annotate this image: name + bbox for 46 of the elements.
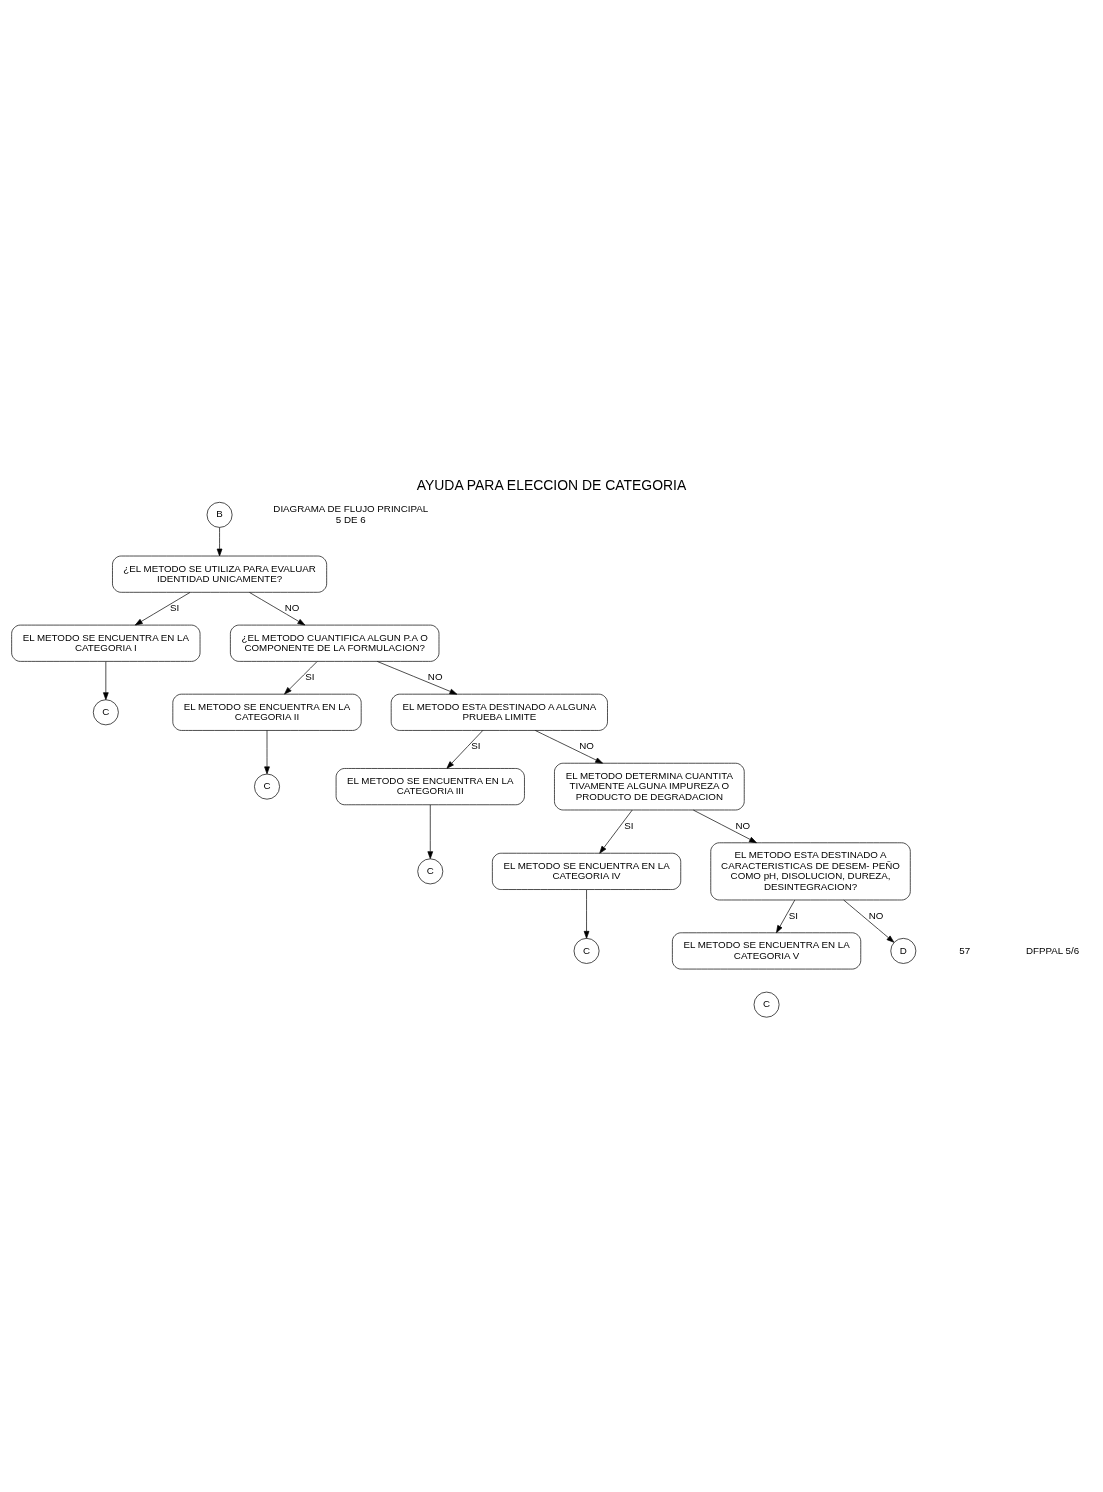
- node-circle: D: [890, 937, 917, 964]
- arrow: [843, 899, 895, 943]
- edge-label: NO: [579, 739, 594, 751]
- label: 57: [959, 944, 971, 956]
- label: DIAGRAMA DE FLUJO PRINCIPAL 5 DE 6: [273, 502, 429, 525]
- node-circle: B: [206, 501, 233, 528]
- edge-label: NO: [868, 909, 884, 921]
- edge-label: SI: [305, 670, 315, 682]
- arrow: [534, 729, 603, 764]
- arrow: [693, 809, 757, 843]
- node-box: EL METODO SE ENCUENTRA EN LA CATEGORIA IV: [492, 852, 682, 890]
- node-box: EL METODO ESTA DESTINADO A ALGUNA PRUEBA LIMITE: [390, 693, 608, 731]
- node-box: EL METODO SE ENCUENTRA EN LA CATEGORIA III: [335, 767, 525, 805]
- arrow: [776, 899, 796, 933]
- arrow: [427, 803, 434, 859]
- arrow: [446, 729, 484, 769]
- node-box: EL METODO ESTA DESTINADO A CARACTERISTICAS DE DESEM- PEÑO COMO pH, DISOLUCION, DUREZA, DESINTEGRACION?: [710, 841, 911, 900]
- arrow: [216, 526, 223, 556]
- node-box: EL METODO DETERMINA CUANTITA TIVAMENTE ALGUNA IMPUREZA O PRODUCTO DE DEGRADACION: [554, 762, 745, 810]
- node-box: EL METODO SE ENCUENTRA EN LA CATEGORIA I: [11, 624, 201, 662]
- arrow: [376, 660, 458, 694]
- arrow: [583, 888, 590, 939]
- label: DFPPAL 5/6: [1026, 944, 1080, 956]
- arrow: [264, 729, 270, 774]
- edge-label: NO: [284, 601, 300, 613]
- arrow: [103, 660, 109, 700]
- node-circle: C: [92, 698, 119, 725]
- edge-label: SI: [788, 909, 799, 921]
- node-box: ¿EL METODO SE UTILIZA PARA EVALUAR IDENTIDAD UNICAMENTE?: [112, 555, 327, 593]
- node-circle: C: [573, 937, 600, 964]
- arrow: [134, 591, 191, 625]
- node-box: ¿EL METODO CUANTIFICA ALGUN P.A O COMPONENTE DE LA FORMULACION?: [230, 624, 440, 662]
- arrow: [249, 591, 306, 625]
- node-box: EL METODO SE ENCUENTRA EN LA CATEGORIA V: [672, 931, 862, 969]
- node-circle: C: [254, 773, 280, 800]
- node-circle: C: [417, 858, 444, 884]
- edge-label: SI: [624, 819, 634, 831]
- arrow: [284, 660, 318, 694]
- diagram-title: AYUDA PARA ELECCION DE CATEGORIA: [416, 476, 687, 493]
- edge-label: SI: [471, 739, 481, 751]
- edge-label: NO: [735, 819, 751, 831]
- arrow: [599, 809, 633, 854]
- node-circle: C: [753, 991, 780, 1018]
- edge-label: NO: [427, 670, 443, 682]
- node-box: EL METODO SE ENCUENTRA EN LA CATEGORIA II: [172, 693, 362, 731]
- edge-label: SI: [169, 601, 180, 613]
